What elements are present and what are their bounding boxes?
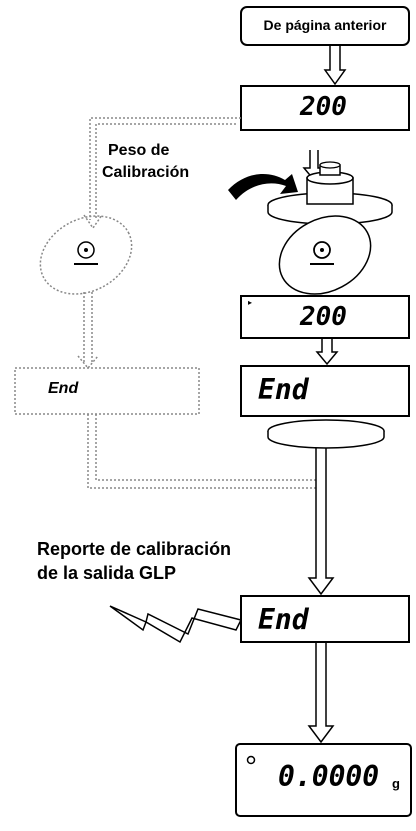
report-label-line1: Reporte de calibración — [37, 539, 232, 559]
double-arrow-1 — [323, 45, 347, 86]
display-box-3 — [240, 365, 410, 417]
svg-text:▸: ▸ — [248, 298, 252, 307]
display-4-value: End — [258, 603, 309, 636]
stable-dot-left — [84, 248, 88, 252]
display-box-2 — [240, 295, 410, 339]
dotted-path-left — [83, 117, 241, 230]
end-box-label: End — [48, 380, 79, 397]
double-arrow-4 — [307, 642, 335, 744]
end-box-dotted — [14, 367, 200, 415]
weight-arrow — [228, 174, 298, 200]
display-5-value: 0.0000 — [278, 760, 380, 793]
lightning-arrow — [109, 605, 243, 644]
display-box-4 — [240, 595, 410, 643]
display-2-value: 200 — [300, 302, 347, 332]
pan-with-weight — [267, 150, 393, 225]
display-3-value: End — [258, 373, 309, 406]
empty-pan — [267, 419, 385, 449]
report-label-line2: de la salida GLP — [37, 563, 177, 583]
display-5-unit: g — [392, 776, 400, 791]
double-arrow-2 — [315, 338, 339, 366]
stable-indicator-left — [39, 215, 133, 295]
display-1-value: 200 — [300, 92, 347, 122]
stable-indicator-right — [278, 215, 372, 295]
weight-label-line1: Peso de — [108, 142, 170, 159]
display-box-1 — [240, 85, 410, 131]
dotted-path-bottom — [87, 414, 316, 489]
double-arrow-3 — [307, 448, 335, 596]
stable-mark-display — [246, 755, 256, 765]
weight-label-line2: Calibración — [102, 164, 190, 181]
dotted-arrow-left-2 — [77, 292, 99, 370]
display-box-5 — [235, 743, 412, 817]
start-box-label: De página anterior — [263, 17, 387, 33]
start-box — [240, 6, 410, 46]
